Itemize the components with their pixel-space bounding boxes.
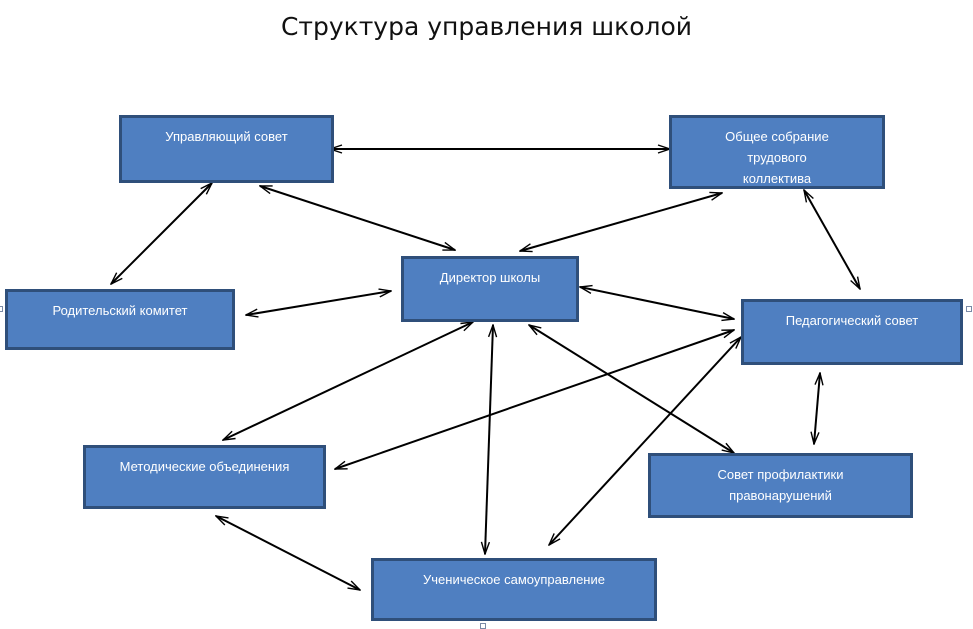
- arrow-pedcouncil-prevention: [814, 373, 820, 444]
- arrow-director-studentgov: [485, 325, 493, 554]
- arrow-director-pedcouncil: [580, 287, 734, 319]
- node-prevention[interactable]: Совет профилактики правонарушений: [648, 453, 913, 518]
- node-parents[interactable]: Родительский комитет: [5, 289, 235, 350]
- node-director[interactable]: Директор школы: [401, 256, 579, 322]
- arrow-pedcouncil-methodical: [335, 329, 734, 470]
- node-council[interactable]: Управляющий совет: [119, 115, 334, 183]
- node-ped-council[interactable]: Педагогический совет: [741, 299, 963, 365]
- arrow-assembly-pedcouncil: [804, 190, 860, 289]
- node-methodical[interactable]: Методические объединения: [83, 445, 326, 509]
- arrow-pedcouncil-studentgov: [549, 337, 741, 545]
- selection-handle-left[interactable]: [0, 306, 3, 312]
- arrow-council-parents: [111, 183, 212, 284]
- arrow-director-methodical: [223, 322, 473, 440]
- arrow-assembly-director: [520, 193, 722, 251]
- diagram-title: Структура управления школой: [280, 12, 693, 41]
- arrow-council-director: [260, 185, 455, 251]
- selection-handle-bottom[interactable]: [480, 623, 486, 629]
- arrow-director-prevention: [529, 325, 734, 453]
- node-student-gov[interactable]: Ученическое самоуправление: [371, 558, 657, 621]
- arrow-methodical-studentgov: [216, 516, 360, 590]
- selection-handle-right[interactable]: [966, 306, 972, 312]
- arrow-parents-director: [246, 291, 391, 315]
- node-assembly[interactable]: Общее собрание трудового коллектива: [669, 115, 885, 189]
